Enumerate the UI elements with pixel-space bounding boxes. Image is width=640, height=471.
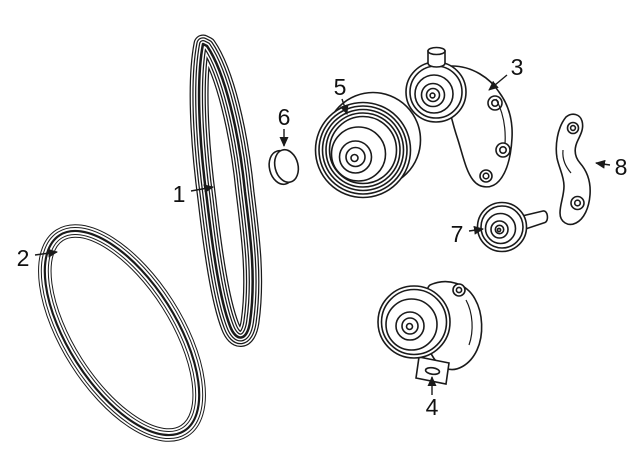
callout-1-label: 1 [173, 181, 186, 207]
callout-2: 2 [17, 245, 58, 271]
bolt-hole [495, 142, 511, 158]
callout-3-arrow [488, 74, 508, 91]
idler-stud [521, 210, 549, 231]
lower-belt-tensioner [377, 280, 483, 385]
callout-3: 3 [488, 54, 524, 91]
idler-face [484, 212, 517, 245]
idler-hub-ring [494, 224, 505, 235]
callout-8: 8 [595, 154, 628, 180]
callout-7: 7 [451, 221, 484, 247]
cap-front-face [273, 148, 300, 184]
pulley-face-ring [330, 126, 387, 182]
bolt-hole [455, 286, 463, 294]
callout-7-label: 7 [451, 221, 464, 247]
tensioner-pulley-bore [405, 322, 414, 331]
bolt-hole [482, 172, 490, 180]
idler-pulley-small [476, 201, 549, 253]
callout-6-label: 6 [278, 104, 291, 130]
mounting-foot [415, 356, 450, 385]
pulley-hub [338, 140, 373, 174]
callout-1: 1 [173, 181, 214, 207]
callout-2-arrow [34, 248, 58, 258]
callout-5-arrow [339, 98, 349, 115]
bolt-hole [487, 95, 503, 111]
bolt-hole [479, 169, 493, 183]
callout-6: 6 [278, 104, 291, 147]
callout-7-arrow [468, 225, 484, 235]
callouts: 1 2 3 4 5 6 7 [17, 54, 628, 420]
bracket-contour-line [562, 149, 572, 174]
callout-4: 4 [426, 376, 439, 420]
bolt-hole [573, 199, 582, 207]
tensioner-pulley-bore [429, 92, 436, 99]
idler-bore [496, 227, 502, 233]
tensioner-pulley-hub [395, 311, 425, 341]
pulley-groove-ring [318, 105, 408, 195]
idler-hub [490, 220, 509, 239]
pivot-cap-body [427, 50, 446, 68]
callout-3-label: 3 [511, 54, 524, 80]
callout-8-arrow [595, 159, 611, 169]
housing-contour-line [465, 299, 473, 346]
bolt-hole [569, 124, 577, 132]
mounting-bracket [555, 113, 591, 226]
callout-4-label: 4 [426, 394, 439, 420]
serpentine-belt-long [199, 44, 253, 338]
serpentine-belt-oval [14, 206, 230, 460]
bolt-hole [566, 121, 580, 135]
pulley-hub-ring [345, 146, 366, 168]
callout-8-label: 8 [615, 154, 628, 180]
callout-2-label: 2 [17, 245, 30, 271]
tensioner-pulley-ring [380, 288, 448, 356]
bracket-body [555, 113, 591, 226]
tensioner-pulley-face [385, 298, 438, 351]
bolt-hole [498, 146, 507, 155]
callout-1-arrow [190, 184, 214, 194]
tensioner-pulley-hub-ring [401, 317, 419, 335]
bolt-boss [452, 283, 466, 297]
pulley-groove-ring [328, 115, 398, 185]
pulley-center-bore [350, 153, 359, 163]
bolt-hole [490, 99, 499, 108]
grooved-pulley [314, 91, 422, 199]
callout-5-label: 5 [334, 74, 347, 100]
pivot-cap-top [427, 46, 446, 56]
foot-slot [424, 366, 441, 376]
pulley-groove-ring [325, 112, 401, 188]
pulley-groove-ring [321, 108, 405, 192]
upper-belt-tensioner [405, 46, 513, 188]
callout-5: 5 [334, 74, 349, 115]
tensioner-pulley-hub-ring [425, 87, 441, 103]
tensioner-pulley-face [414, 74, 454, 114]
seal-cap [268, 148, 300, 186]
bolt-hole [570, 195, 585, 211]
tensioner-pulley-hub [420, 82, 446, 108]
